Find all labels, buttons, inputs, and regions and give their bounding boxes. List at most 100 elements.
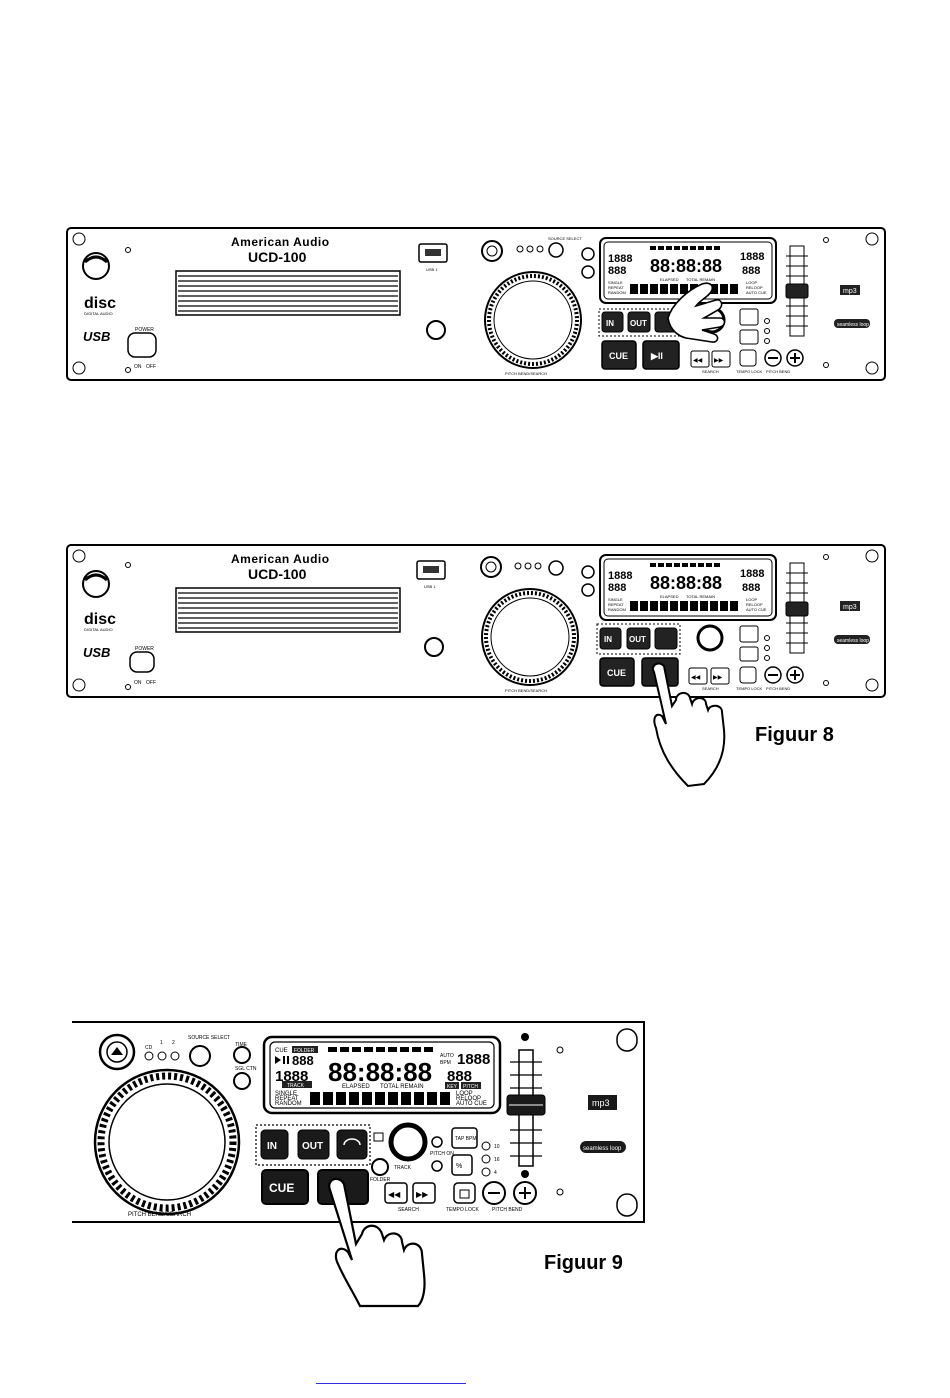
tap-bpm-button[interactable] — [739, 625, 759, 643]
lcd-folder-badge — [292, 1046, 318, 1053]
lcd-random: RANDOM — [608, 607, 626, 612]
single-button[interactable] — [581, 265, 595, 279]
usb-logo: USB — [83, 329, 110, 344]
source-select-button[interactable] — [548, 560, 564, 576]
footer-link[interactable] — [316, 1383, 466, 1384]
lcd-small-right-digits: 888 — [447, 1068, 472, 1085]
tempo-lock-label: TEMPO LOCK — [736, 369, 763, 374]
source-select-button[interactable] — [548, 242, 564, 258]
loop-section-box — [596, 623, 681, 655]
pitch-fader-handle[interactable] — [785, 601, 809, 617]
disc-logo: disc — [84, 295, 116, 312]
screw — [823, 554, 829, 560]
pitch-on-button[interactable] — [431, 1160, 443, 1172]
cue-button[interactable] — [599, 657, 635, 687]
source-select-button[interactable] — [189, 1045, 211, 1067]
in-button[interactable] — [599, 627, 622, 650]
mp3-badge — [840, 601, 860, 611]
source-led-usb1 — [526, 245, 534, 253]
eject-hole[interactable] — [426, 320, 446, 340]
usb-port-label: USB 1 — [426, 267, 438, 272]
seamless-loop-label: seamless loop — [837, 322, 869, 328]
cue-button[interactable] — [261, 1169, 309, 1205]
seamless-loop-badge — [834, 635, 870, 644]
jog-wheel-ring — [487, 274, 579, 366]
lcd-bpm-digits: 1888 — [740, 251, 764, 263]
anti-shock-logo-arc — [83, 573, 109, 582]
lcd-cue: CUE — [275, 1048, 288, 1054]
pitch-led-16 — [764, 645, 770, 651]
time-button[interactable] — [581, 565, 595, 579]
out-button[interactable] — [627, 311, 651, 333]
power-off-label: OFF — [146, 680, 156, 686]
fast-forward-button[interactable] — [711, 350, 731, 368]
out-button-label: OUT — [630, 319, 647, 328]
reloop-button[interactable] — [336, 1129, 368, 1160]
seamless-loop-label: seamless loop — [837, 638, 869, 644]
pitch-led-10 — [764, 318, 770, 324]
hand-pointer-unit2 — [652, 662, 726, 788]
lcd-single: SINGLE — [608, 597, 623, 602]
lcd-folder: FOLDER — [294, 1048, 315, 1054]
tempo-lock-button[interactable] — [739, 666, 757, 684]
lcd-play-icon — [275, 1056, 281, 1064]
in-button[interactable] — [601, 311, 624, 333]
out-button[interactable] — [626, 627, 651, 650]
pitch-fader-handle[interactable] — [785, 283, 809, 299]
pitch-4-label: 4 — [494, 1170, 497, 1176]
lcd-small-digits: 888 — [608, 265, 626, 277]
reloop-button[interactable] — [654, 627, 678, 650]
lcd-track-digits: 888 — [292, 1053, 314, 1068]
time-button[interactable] — [581, 247, 595, 261]
screw — [823, 362, 829, 368]
in-button-label: IN — [604, 635, 612, 644]
pitch-percent-button[interactable] — [739, 646, 759, 662]
jog-wheel-ring — [97, 1072, 237, 1212]
rewind-button[interactable] — [690, 350, 710, 368]
rewind-button[interactable] — [384, 1182, 408, 1204]
rewind-button[interactable] — [688, 667, 708, 685]
in-button[interactable] — [260, 1129, 289, 1160]
tap-bpm-button[interactable] — [739, 308, 759, 326]
lcd-repeat: REPEAT — [608, 602, 624, 607]
cue-button[interactable] — [601, 340, 637, 370]
cue-button-label: CUE — [609, 351, 628, 361]
in-button-label: IN — [606, 319, 614, 328]
track-knob[interactable] — [388, 1122, 428, 1162]
tap-bpm-button[interactable] — [451, 1127, 478, 1149]
power-button[interactable] — [127, 332, 157, 358]
source-usb1-label: 1 — [160, 1040, 163, 1046]
search-label: SEARCH — [398, 1207, 419, 1213]
pitch-plus-marker — [521, 1170, 529, 1178]
single-button[interactable] — [581, 583, 595, 597]
jog-wheel-center — [108, 1083, 226, 1201]
disc-slot — [175, 270, 401, 316]
power-button[interactable] — [129, 651, 155, 673]
pitch-percent-button[interactable] — [739, 329, 759, 345]
time-button[interactable] — [233, 1046, 251, 1064]
play-pause-button[interactable] — [642, 340, 680, 370]
tempo-lock-button[interactable] — [453, 1182, 476, 1204]
fast-forward-button[interactable] — [412, 1182, 436, 1204]
out-button[interactable] — [297, 1129, 330, 1160]
single-button[interactable] — [233, 1072, 251, 1090]
eject-hole[interactable] — [424, 637, 444, 657]
fast-forward-button[interactable] — [710, 667, 730, 685]
source-led-usb1 — [524, 562, 532, 570]
rewind-label: ◀◀ — [693, 358, 703, 364]
screw — [823, 237, 829, 243]
power-off-label: OFF — [146, 364, 156, 370]
figure-8-label: Figuur 8 — [755, 724, 834, 746]
lcd-loop: LOOP — [746, 280, 757, 285]
cue-button-label: CUE — [607, 668, 626, 678]
lcd-small-right-digits: 888 — [742, 582, 760, 594]
pitch-percent-button[interactable] — [451, 1154, 473, 1176]
track-knob[interactable] — [696, 624, 724, 652]
source-select-label: SOURCE SELECT — [188, 1035, 230, 1041]
loop-section-box — [598, 308, 681, 337]
tempo-lock-button[interactable] — [739, 349, 757, 367]
disc-logo-sub: DIGITAL AUDIO — [84, 311, 113, 316]
lcd-track-digits: 1888 — [608, 570, 632, 582]
screw — [556, 1188, 564, 1196]
folder-button[interactable] — [371, 1158, 389, 1176]
